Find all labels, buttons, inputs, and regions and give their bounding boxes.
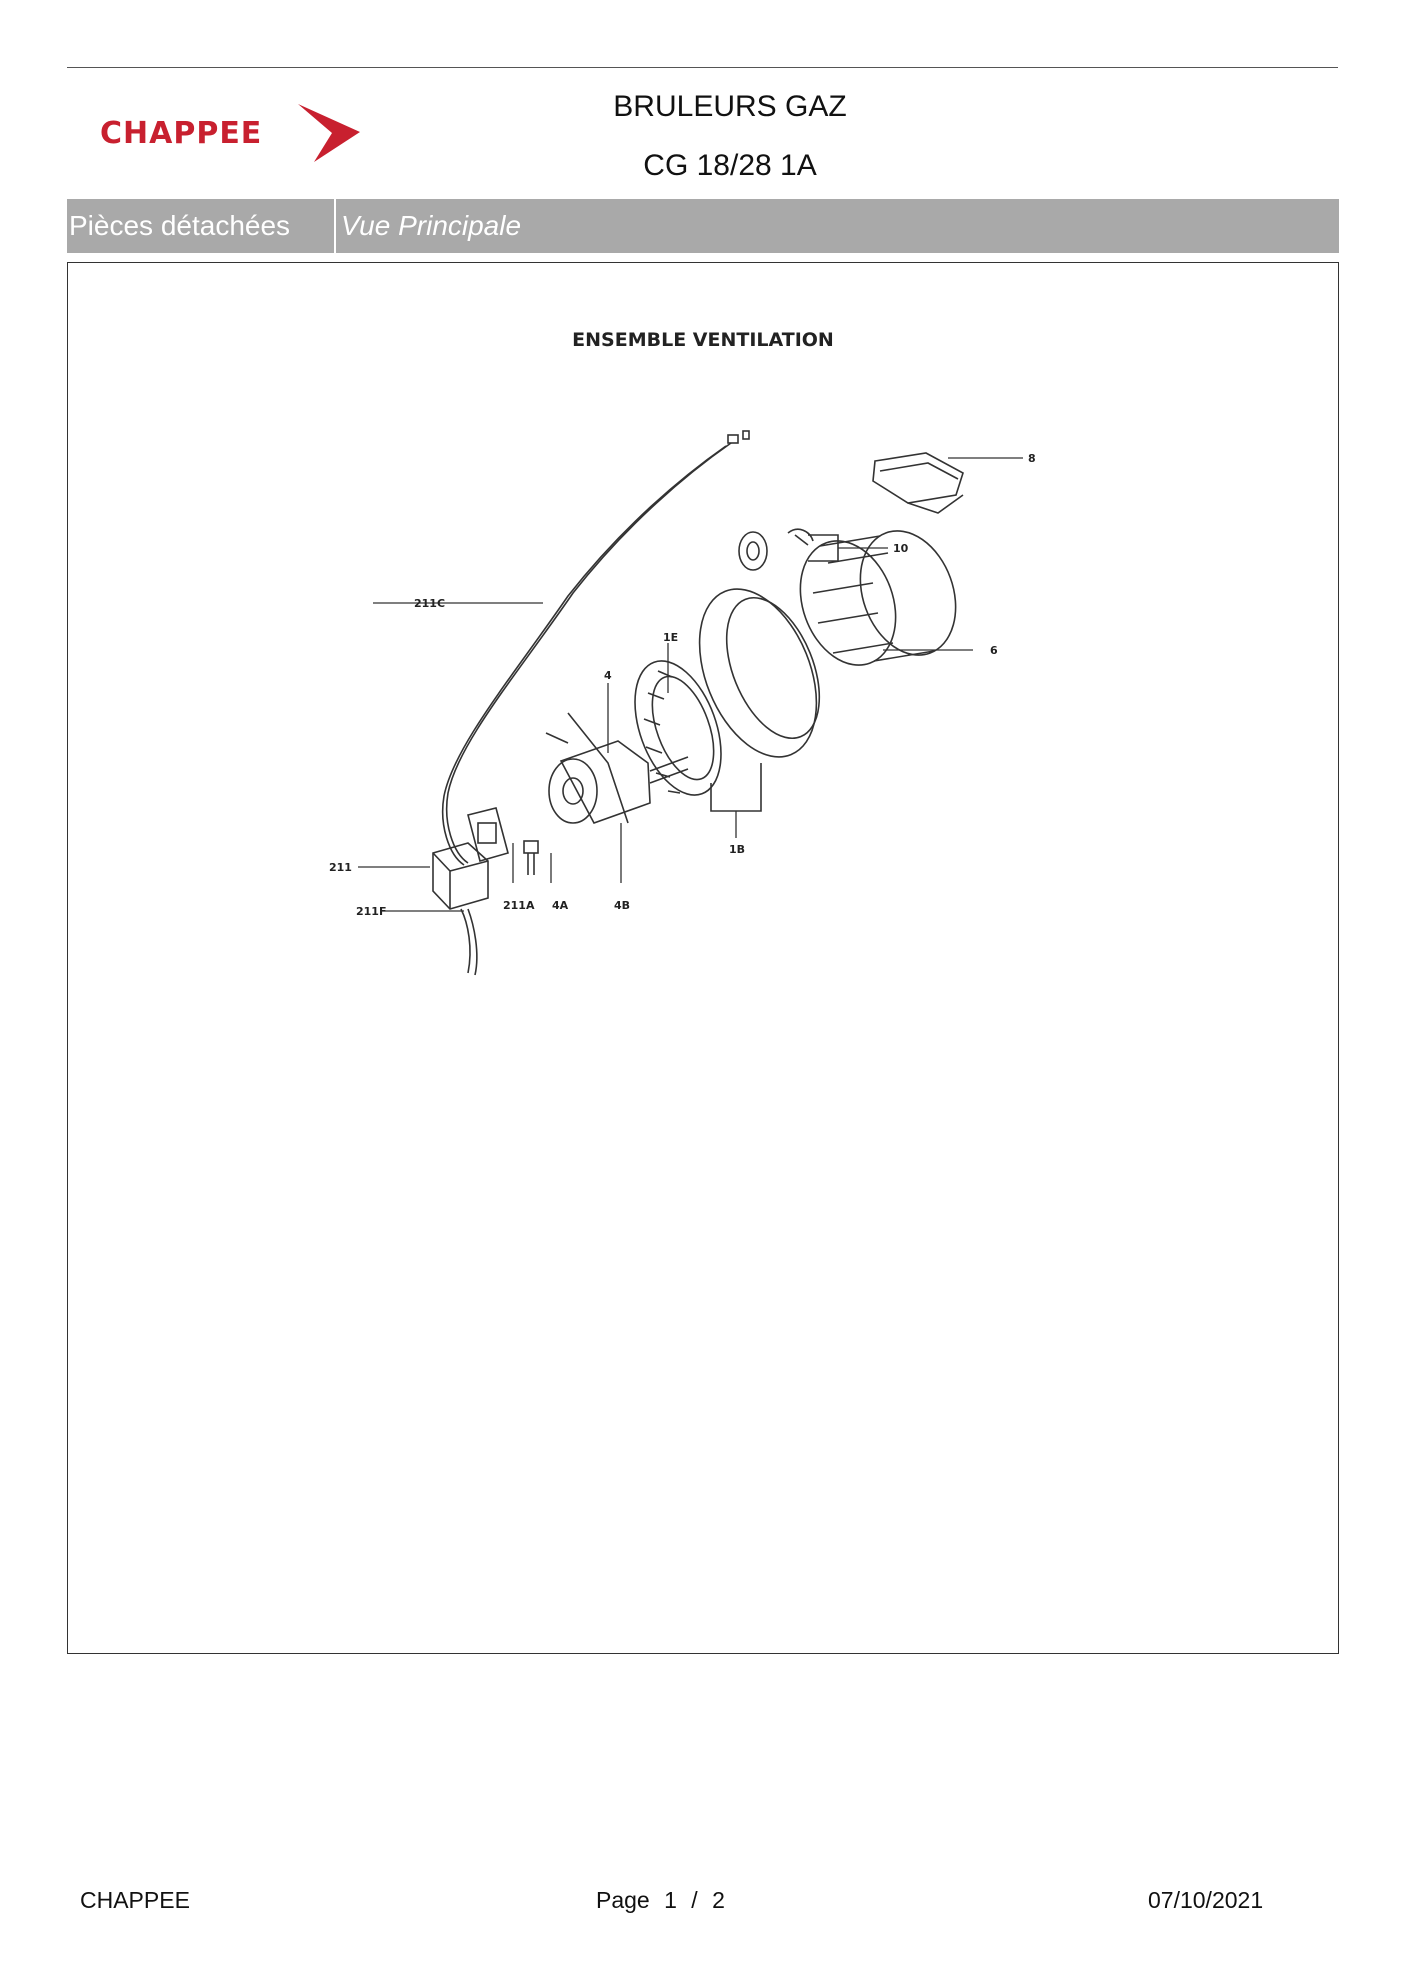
callout-211: 211: [329, 861, 352, 874]
model-title: CG 18/28 1A: [643, 149, 817, 182]
clip-part-4a: [523, 840, 539, 875]
callout-4a: 4A: [552, 899, 569, 912]
volute-part-1b: [698, 588, 821, 758]
page-word: Page: [596, 1887, 650, 1913]
blower-wheel-part-6: [799, 530, 957, 666]
filter-part-8: [872, 452, 964, 514]
exploded-view-drawing: 8 10 211C 1E 6 4 1B 211 211A 4A 4B 211F: [329, 430, 1036, 976]
connector-part-211a: [467, 807, 509, 862]
callout-211c: 211C: [414, 597, 445, 610]
cable-end-part: [727, 434, 739, 444]
chappee-logo: CHAPPEE: [98, 100, 368, 166]
top-rule: [67, 67, 1338, 68]
bar-divider: [334, 199, 336, 253]
callout-10: 10: [893, 542, 909, 555]
cable-211c-part: [445, 442, 732, 864]
section-label: Pièces détachées: [69, 210, 291, 241]
callout-4: 4: [604, 669, 612, 682]
motor-part-4: [545, 712, 689, 824]
section-bar: Pièces détachées Vue Principale: [67, 199, 1339, 253]
page-total: 2: [712, 1887, 725, 1913]
view-label: Vue Principale: [341, 210, 522, 241]
callout-1e: 1E: [663, 631, 678, 644]
page-current: 1: [664, 1887, 677, 1913]
callout-6: 6: [990, 644, 998, 657]
diagram-title: ENSEMBLE VENTILATION: [572, 329, 834, 351]
footer-pagination: Page 1 / 2: [596, 1887, 733, 1914]
callout-211f: 211F: [356, 905, 386, 918]
callout-4b: 4B: [614, 899, 630, 912]
diagram-frame: ENSEMBLE VENTILATION: [67, 262, 1339, 1654]
capacitor-part-10: [738, 528, 814, 571]
grid-part-1e: [634, 660, 722, 796]
callout-1b: 1B: [729, 843, 745, 856]
document-title: BRULEURS GAZ: [613, 90, 847, 123]
footer-company: CHAPPEE: [80, 1887, 190, 1913]
footer-date: 07/10/2021: [1148, 1887, 1264, 1913]
transformer-part-211: [432, 842, 489, 976]
callout-211a: 211A: [503, 899, 535, 912]
page-separator: /: [691, 1887, 698, 1913]
callout-8: 8: [1028, 452, 1036, 465]
logo-wing-icon: [298, 104, 360, 162]
logo-wordmark: CHAPPEE: [100, 116, 263, 151]
